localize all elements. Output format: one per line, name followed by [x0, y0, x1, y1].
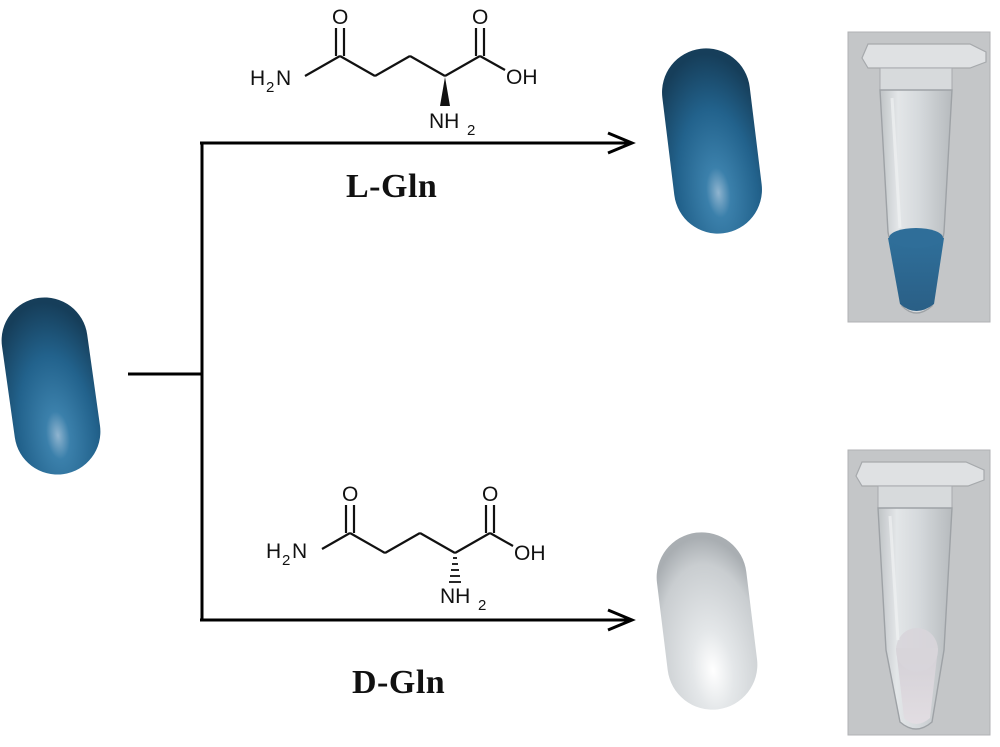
svg-text:H: H — [250, 67, 265, 90]
label-l-gln: L-Gln — [346, 168, 438, 205]
svg-text:O: O — [482, 483, 498, 506]
svg-text:2: 2 — [467, 122, 475, 139]
svg-text:NH: NH — [429, 110, 459, 133]
svg-text:O: O — [342, 483, 358, 506]
label-d-gln: D-Gln — [352, 664, 446, 701]
svg-text:NH: NH — [440, 585, 470, 608]
l-gln-wedge — [440, 77, 450, 106]
svg-text:2: 2 — [282, 552, 290, 569]
svg-text:N: N — [292, 540, 307, 563]
svg-text:OH: OH — [514, 542, 546, 565]
svg-text:O: O — [332, 6, 348, 29]
l-gln-atoms: O O H 2 N OH NH 2 — [250, 6, 538, 139]
d-gln-atoms: O O H 2 N OH NH 2 — [266, 483, 546, 614]
product-capsule-white — [656, 532, 758, 710]
svg-text:2: 2 — [478, 597, 486, 614]
l-gln-structure — [304, 28, 506, 77]
svg-text:H: H — [266, 540, 281, 563]
tube-photo-colorless — [847, 449, 991, 736]
svg-text:N: N — [276, 67, 291, 90]
start-capsule — [1, 297, 101, 475]
tube-photo-blue — [847, 31, 991, 323]
product-capsule-blue — [662, 48, 762, 234]
svg-text:2: 2 — [266, 79, 274, 96]
d-gln-structure — [321, 505, 514, 554]
svg-text:O: O — [472, 6, 488, 29]
d-gln-hash-bond — [449, 557, 461, 583]
branch-lines — [128, 143, 204, 620]
svg-text:OH: OH — [506, 66, 538, 89]
